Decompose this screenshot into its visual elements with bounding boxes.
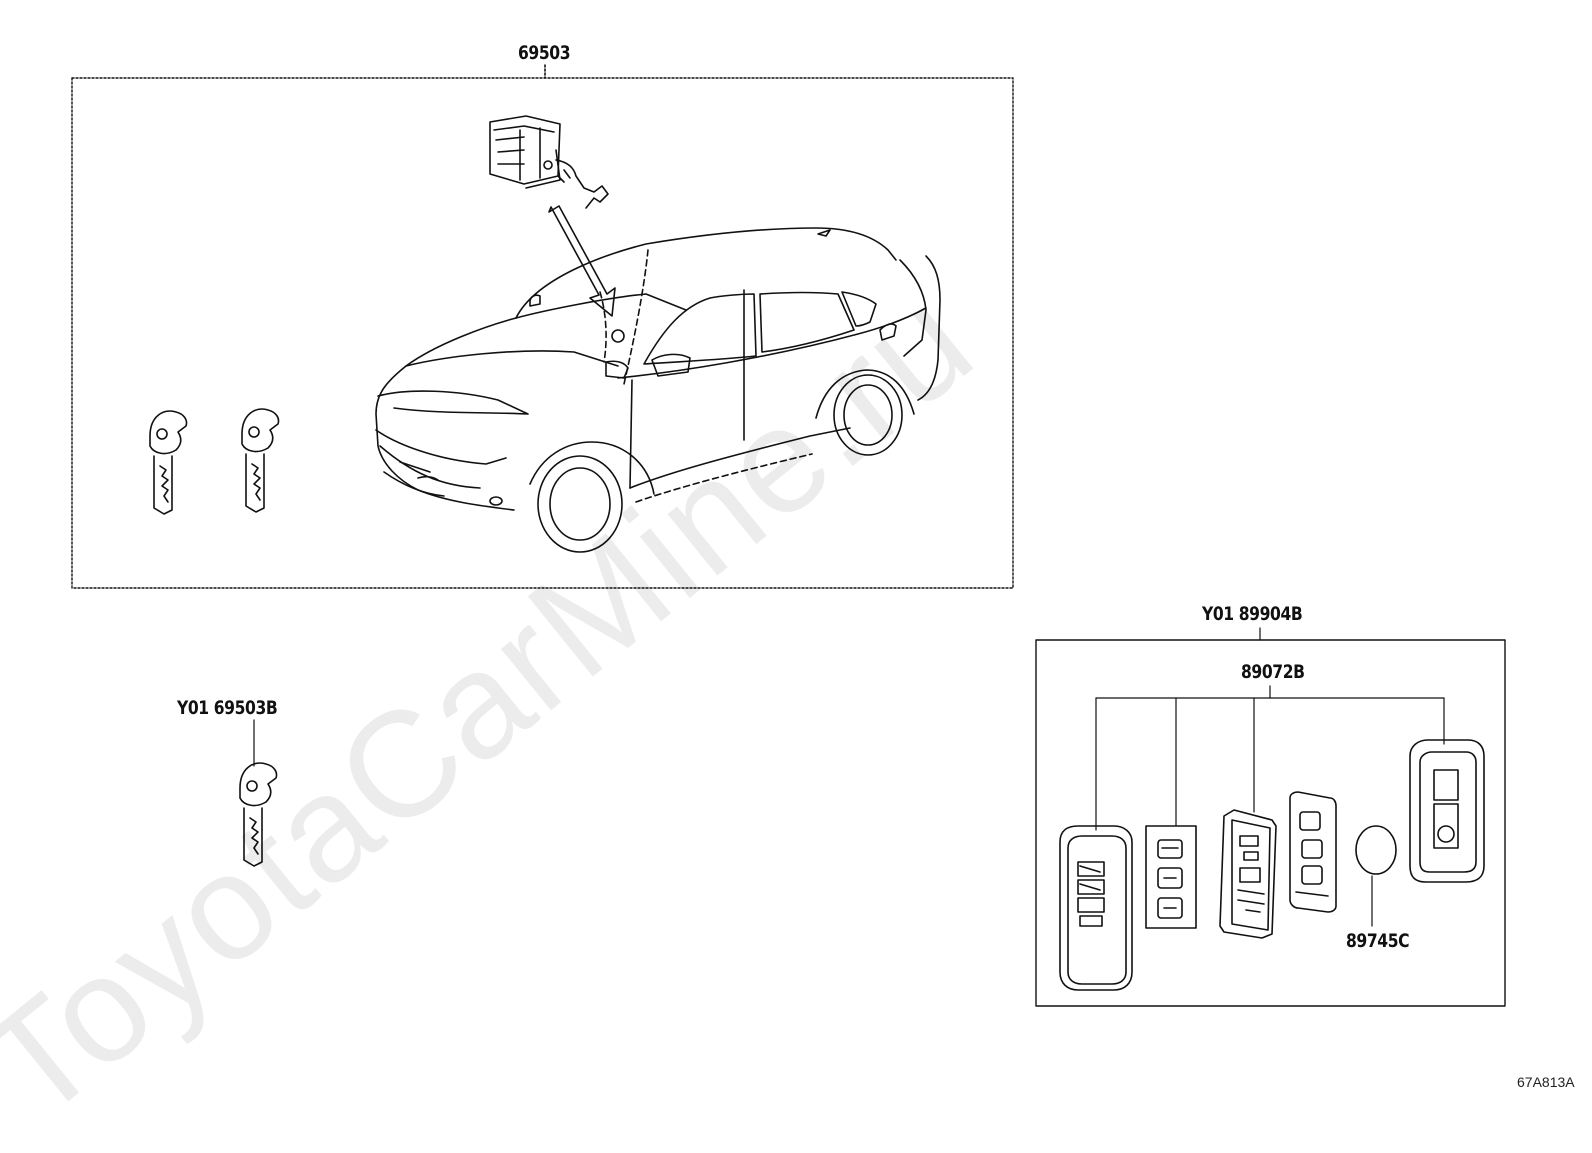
key-blade-icon-1 <box>149 410 188 515</box>
figure-number: 67A813A <box>1517 1074 1575 1090</box>
diagram-drawing <box>71 64 1506 1007</box>
transmitter-frame <box>1035 639 1506 1007</box>
key-blade-icon-2 <box>241 408 280 513</box>
battery-icon <box>1355 825 1397 927</box>
location-arrow-icon <box>548 205 616 317</box>
label-89745c: 89745C <box>1346 930 1410 952</box>
key-blade-icon-3 <box>239 762 278 867</box>
parts-diagram: 69503 Y01 69503B Y01 89904B 89072B 89745… <box>0 42 1575 1151</box>
back-cover-icon <box>1409 739 1485 883</box>
car-icon <box>375 227 941 553</box>
label-89072b: 89072B <box>1241 661 1305 683</box>
kit-frame <box>71 77 1014 589</box>
smart-key-shell-icon <box>1059 825 1133 991</box>
label-y01-89904b: Y01 89904B <box>1202 603 1303 625</box>
button-pad-icon <box>1145 825 1197 929</box>
housing-leaders <box>1095 685 1445 831</box>
rubber-buttons-icon <box>1289 791 1337 913</box>
label-69503: 69503 <box>518 42 571 64</box>
circuit-board-icon <box>1219 809 1277 939</box>
lock-cylinder-icon <box>489 115 609 209</box>
label-y01-69503b: Y01 69503B <box>177 697 278 719</box>
